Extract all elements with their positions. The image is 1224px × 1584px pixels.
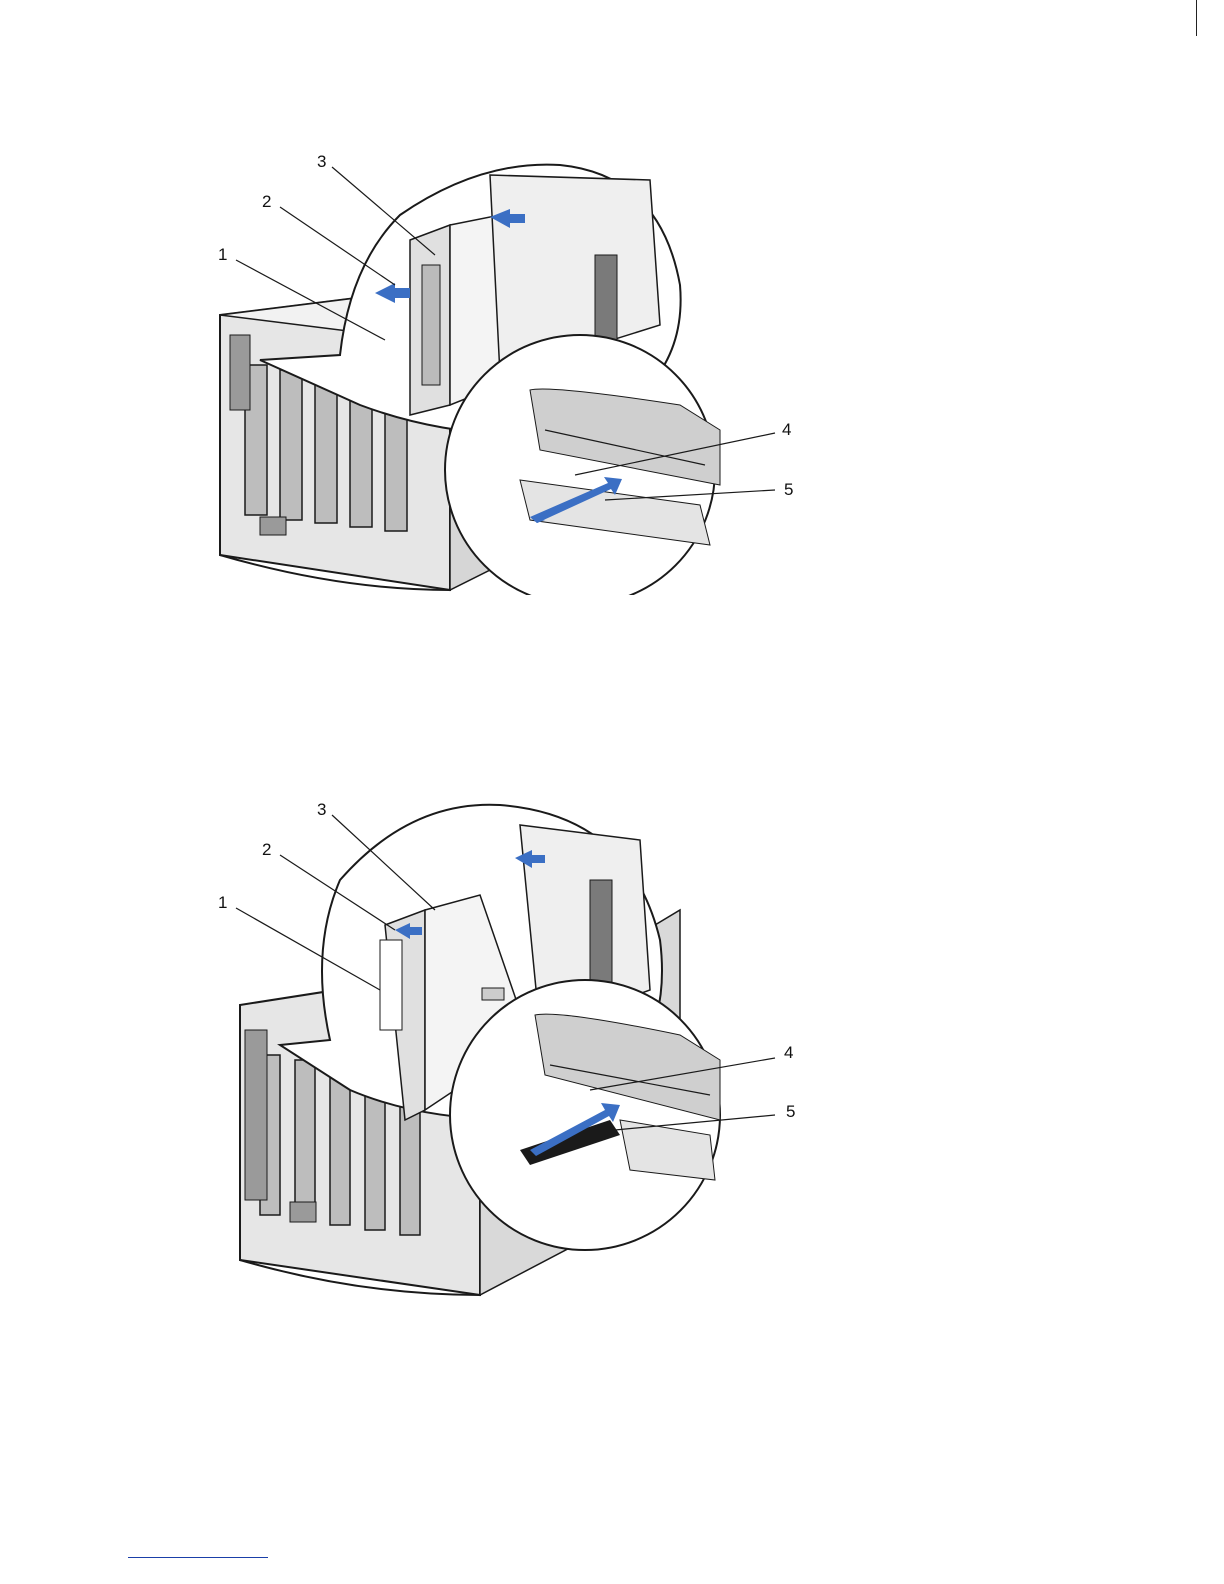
illustration-blade-chassis-1: 1 2 3 4 5 xyxy=(200,145,820,595)
page-edge-rule xyxy=(1196,0,1197,36)
callout-2: 2 xyxy=(262,840,271,859)
figure-install-blade-1: 1 2 3 4 5 xyxy=(200,145,820,595)
callout-4: 4 xyxy=(782,420,791,439)
callout-5: 5 xyxy=(784,480,793,499)
illustration-blade-chassis-2: 1 2 3 4 5 xyxy=(200,790,820,1300)
footer-link-rule xyxy=(128,1557,268,1558)
callout-3: 3 xyxy=(317,152,326,171)
zoom-circle-rail xyxy=(450,980,720,1250)
callout-1: 1 xyxy=(218,893,227,912)
callout-1: 1 xyxy=(218,245,227,264)
callout-3: 3 xyxy=(317,800,326,819)
zoom-circle-rail xyxy=(445,335,720,595)
callout-5: 5 xyxy=(786,1102,795,1121)
callout-4: 4 xyxy=(784,1043,793,1062)
figure-install-blade-2: 1 2 3 4 5 xyxy=(200,790,820,1300)
callout-2: 2 xyxy=(262,192,271,211)
